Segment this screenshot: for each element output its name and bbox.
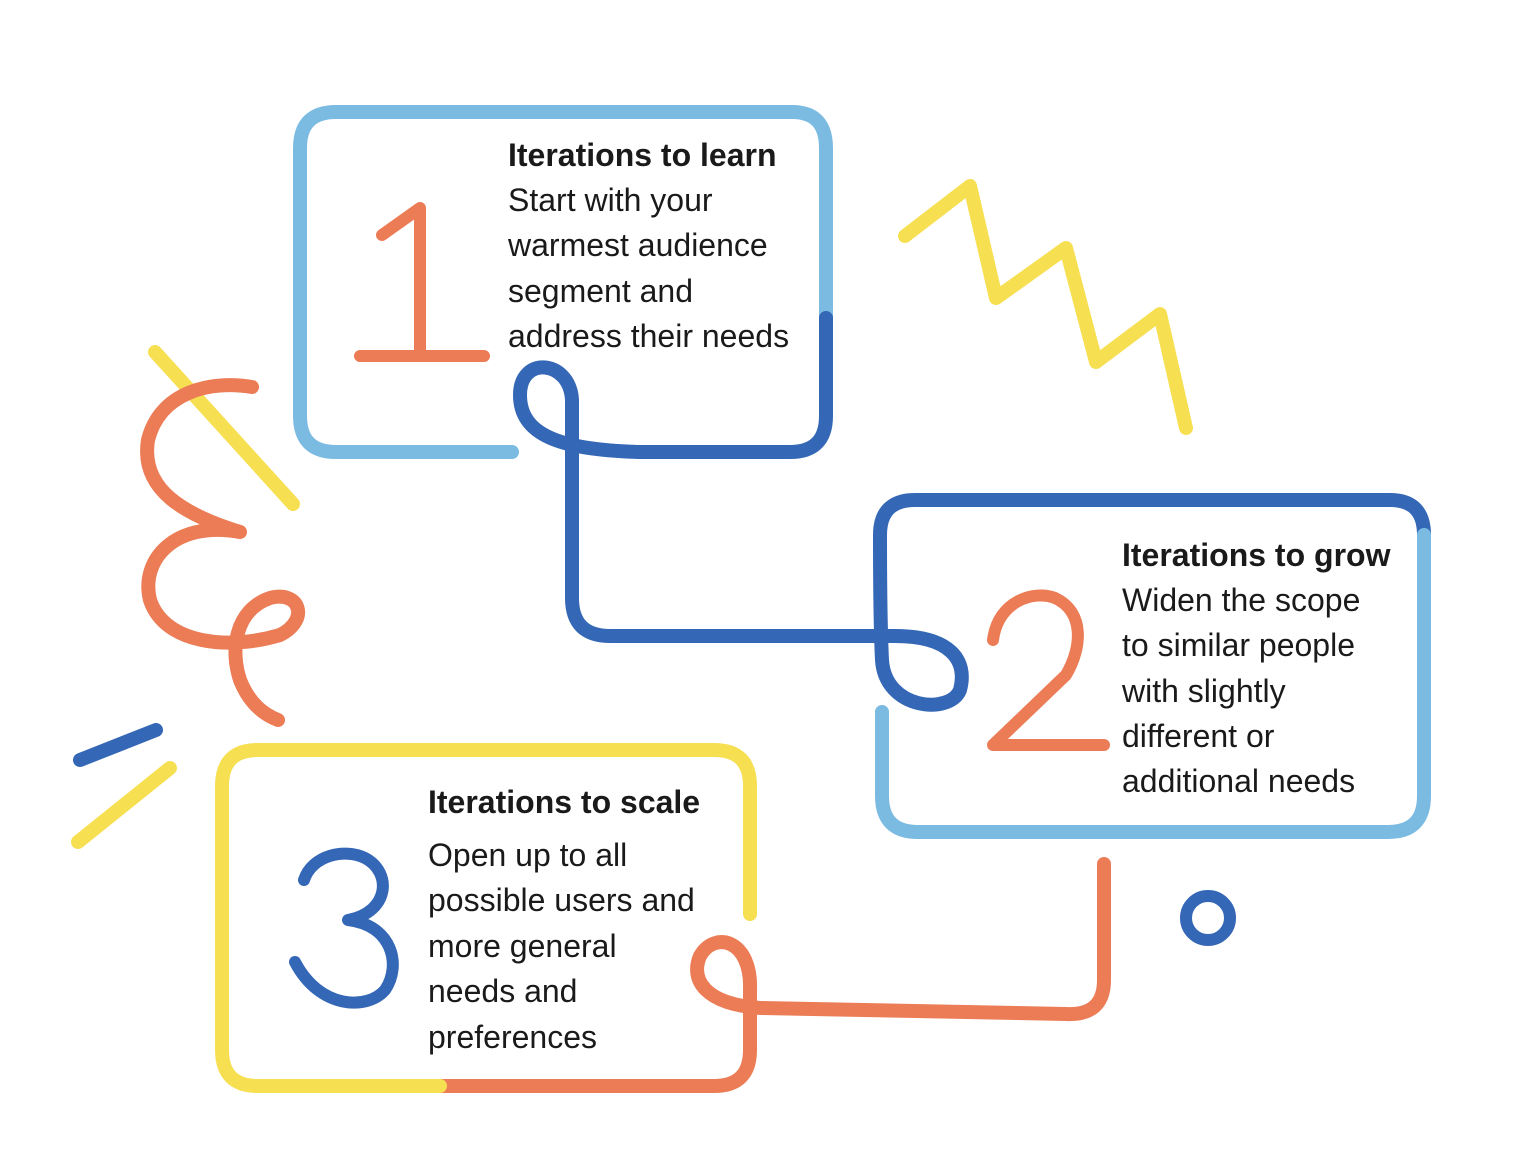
step-3-title: Iterations to scale <box>428 784 700 820</box>
step-1-line: Start with your <box>508 182 713 218</box>
step-2-line: with slightly <box>1121 673 1286 709</box>
step-3-line: more general <box>428 928 617 964</box>
step-2-title: Iterations to grow <box>1122 537 1391 573</box>
step-2-line: additional needs <box>1122 763 1355 799</box>
number-3-glyph <box>289 847 399 1009</box>
step-1-title: Iterations to learn <box>508 137 777 173</box>
connector-1-2 <box>513 311 1431 712</box>
step-3-line: possible users and <box>428 882 695 918</box>
yellow-dash-decoration <box>71 761 177 849</box>
step-2-line: Widen the scope <box>1122 582 1360 618</box>
connector-2-3 <box>433 857 1111 1093</box>
step-3-line: Open up to all <box>428 837 627 873</box>
zigzag-decoration <box>898 179 1193 435</box>
orange-squiggle-decoration <box>140 378 306 727</box>
number-1-glyph <box>354 202 490 362</box>
box-2-frame <box>875 528 1431 839</box>
blue-dash-decoration <box>73 723 163 767</box>
step-1-line: segment and <box>508 273 693 309</box>
box-3-frame <box>215 743 757 1093</box>
step-3-line: needs and <box>428 973 577 1009</box>
number-2-glyph <box>987 589 1110 751</box>
step-3-line: preferences <box>428 1019 597 1055</box>
step-1-line: warmest audience <box>507 227 768 263</box>
step-1-line: address their needs <box>508 318 789 354</box>
blue-ring-decoration <box>1180 890 1236 946</box>
step-2-line: to similar people <box>1122 627 1355 663</box>
yellow-slash-decoration <box>148 345 300 511</box>
box-1-frame <box>293 105 833 459</box>
step-2-line: different or <box>1122 718 1275 754</box>
